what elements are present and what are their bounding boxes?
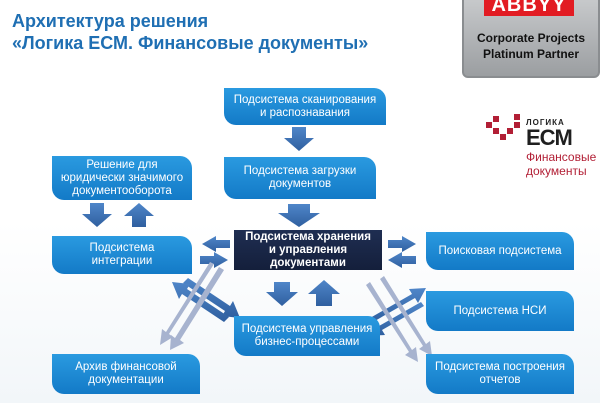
arrow-nsi-to-bpm [368,302,424,336]
search-subsystem-box: Поисковая подсистема [426,232,574,270]
partner-badge: ABBYY Corporate Projects Platinum Partne… [462,0,600,78]
search-subsystem-label: Поисковая подсистема [438,244,562,257]
badge-line-2: Platinum Partner [482,47,580,61]
arrow-bpm-to-storage [308,280,340,306]
arrow-storage-to-search [388,236,416,252]
bpm-subsystem-box: Подсистема управления бизнес-процессами [234,316,380,356]
storage-subsystem-box: Подсистема хранения и управления докумен… [234,230,382,270]
archive-label: Архив финансовой документации [75,361,177,386]
scanning-subsystem-box: Подсистема сканирования и распознавания [224,88,386,125]
page-title: Архитектура решения «Логика ЕСМ. Финансо… [12,10,368,54]
logika-ecm-logo: ЛОГИКА ECM Финансовые документы [484,108,596,184]
archive-box: Архив финансовой документации [52,354,200,394]
title-line-2: «Логика ЕСМ. Финансовые документы» [12,33,369,53]
storage-subsystem-label: Подсистема хранения и управления докумен… [245,230,371,269]
arrow-integration-to-storage [200,252,228,268]
arrow-integration-to-archive [160,262,214,345]
arrow-search-to-storage [388,252,416,268]
title-line-1: Архитектура решения [12,11,209,31]
legal-docflow-box: Решение для юридически значимого докумен… [52,156,192,200]
arrow-storage-to-integration [202,236,230,252]
legal-docflow-label: Решение для юридически значимого докумен… [60,158,184,197]
logo-small-text: ЛОГИКА [526,118,565,127]
logo-ecm-text: ECM [526,125,573,150]
upload-subsystem-label: Подсистема загрузки документов [243,165,357,190]
badge-line-1: Corporate Projects [476,31,586,45]
integration-subsystem-label: Подсистема интеграции [89,242,155,267]
reports-subsystem-box: Подсистема построения отчетов [426,354,574,394]
nsi-subsystem-box: Подсистема НСИ [426,291,574,331]
arrow-upload-to-storage [278,204,320,227]
arrow-integration-to-legal [124,203,154,227]
nsi-subsystem-label: Подсистема НСИ [453,304,547,317]
scanning-subsystem-label: Подсистема сканирования и распознавания [233,93,377,119]
logo-sub-line-2: документы [526,164,587,178]
integration-subsystem-box: Подсистема интеграции [52,236,192,274]
bpm-subsystem-label: Подсистема управления бизнес-процессами [241,323,373,348]
arrow-storage-to-reports-1 [366,282,418,362]
arrow-legal-to-integration [82,203,112,227]
logo-mark-icon [486,114,520,140]
arrow-storage-to-archive [170,267,224,350]
arrow-storage-to-bpm [266,282,298,306]
arrow-storage-to-reports-2 [380,276,432,356]
abbyy-brand: ABBYY [484,0,574,16]
logo-sub-line-1: Финансовые [526,150,597,164]
reports-subsystem-label: Подсистема построения отчетов [435,361,565,386]
arrow-scan-to-upload [284,127,314,151]
upload-subsystem-box: Подсистема загрузки документов [224,157,376,199]
